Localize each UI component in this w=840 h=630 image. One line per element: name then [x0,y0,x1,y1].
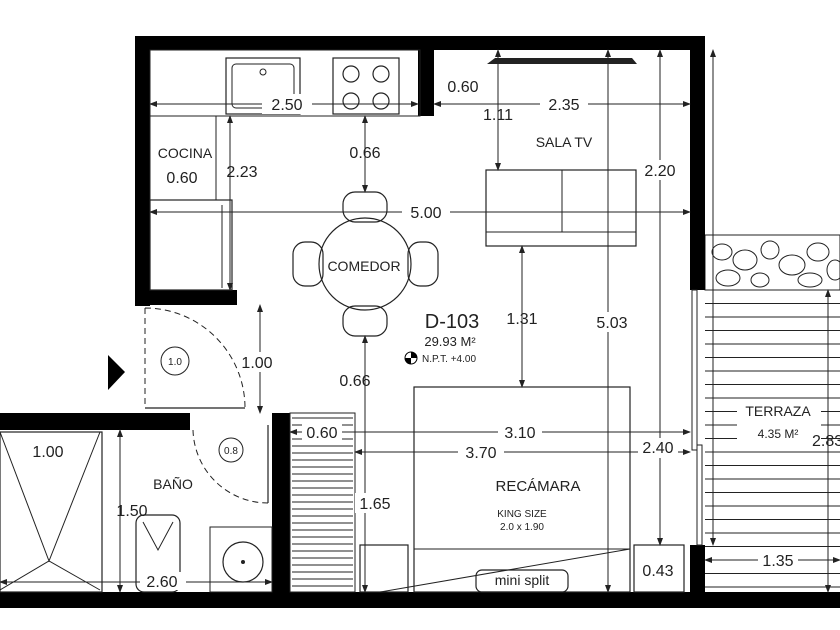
svg-text:0.66: 0.66 [349,145,380,162]
door-tag: 1.0 [168,357,182,368]
room-label-dining: COMEDOR [327,258,400,274]
svg-text:1.35: 1.35 [762,553,793,570]
stove-icon [332,57,400,115]
unit-area: 29.93 M² [424,334,476,349]
svg-text:1.50: 1.50 [116,503,147,520]
svg-text:2.50: 2.50 [271,97,302,114]
toilet [135,514,181,593]
fridge [149,199,233,291]
sofa [485,169,637,247]
svg-text:2.23: 2.23 [226,164,257,181]
room-label-terrace: TERRAZA [745,403,811,419]
counter [149,49,421,117]
svg-text:2.20: 2.20 [644,163,675,180]
svg-text:2.35: 2.35 [548,97,579,114]
pebbles [711,240,840,288]
svg-text:5.00: 5.00 [410,205,441,222]
svg-text:1.11: 1.11 [483,107,513,124]
door-tag: 0.8 [224,446,238,457]
svg-text:mini split: mini split [495,572,550,588]
svg-text:3.70: 3.70 [465,445,496,462]
svg-text:2.40: 2.40 [642,440,673,457]
room-label-kitchen: COCINA [158,145,213,161]
bath-door[interactable]: 0.8 [192,425,269,504]
svg-text:2.83: 2.83 [812,433,840,450]
unit-level: N.P.T. +4.00 [422,354,476,365]
entry-arrow-icon [108,355,125,390]
room-labels: COCINA COMEDOR SALA TV RECÁMARA KING SIZ… [153,134,821,533]
tv [487,58,637,64]
bed-size: 2.0 x 1.90 [500,522,544,533]
sliding-door [691,289,703,546]
svg-text:1.31: 1.31 [506,311,537,328]
level-marker-icon [404,351,418,365]
room-label-bedroom: RECÁMARA [495,478,580,495]
svg-text:5.03: 5.03 [596,315,627,332]
terrace-area: 4.35 M² [758,427,799,441]
svg-text:0.60: 0.60 [166,170,197,187]
svg-text:3.10: 3.10 [504,425,535,442]
svg-text:0.60: 0.60 [306,425,337,442]
room-label-bathroom: BAÑO [153,476,193,492]
dimension-labels: 2.50 0.60 1.11 2.35 0.66 2.23 0.60 5.00 … [25,79,840,591]
bed-type: KING SIZE [497,509,547,520]
walls [0,36,840,608]
svg-text:1.65: 1.65 [359,496,390,513]
entry-door[interactable]: 1.0 [108,307,246,409]
pebble-planter [704,234,840,291]
svg-text:1.00: 1.00 [32,444,63,461]
closet [289,412,356,593]
svg-text:0.60: 0.60 [447,79,478,96]
unit-name: D-103 [425,311,479,333]
terrace [704,234,840,588]
room-label-tv: SALA TV [536,134,593,150]
svg-text:2.60: 2.60 [146,574,177,591]
dimension-lines [0,49,840,593]
mini-split: mini split [475,569,569,593]
svg-text:0.66: 0.66 [339,373,370,390]
svg-text:1.00: 1.00 [241,355,272,372]
svg-text:0.43: 0.43 [642,563,673,580]
